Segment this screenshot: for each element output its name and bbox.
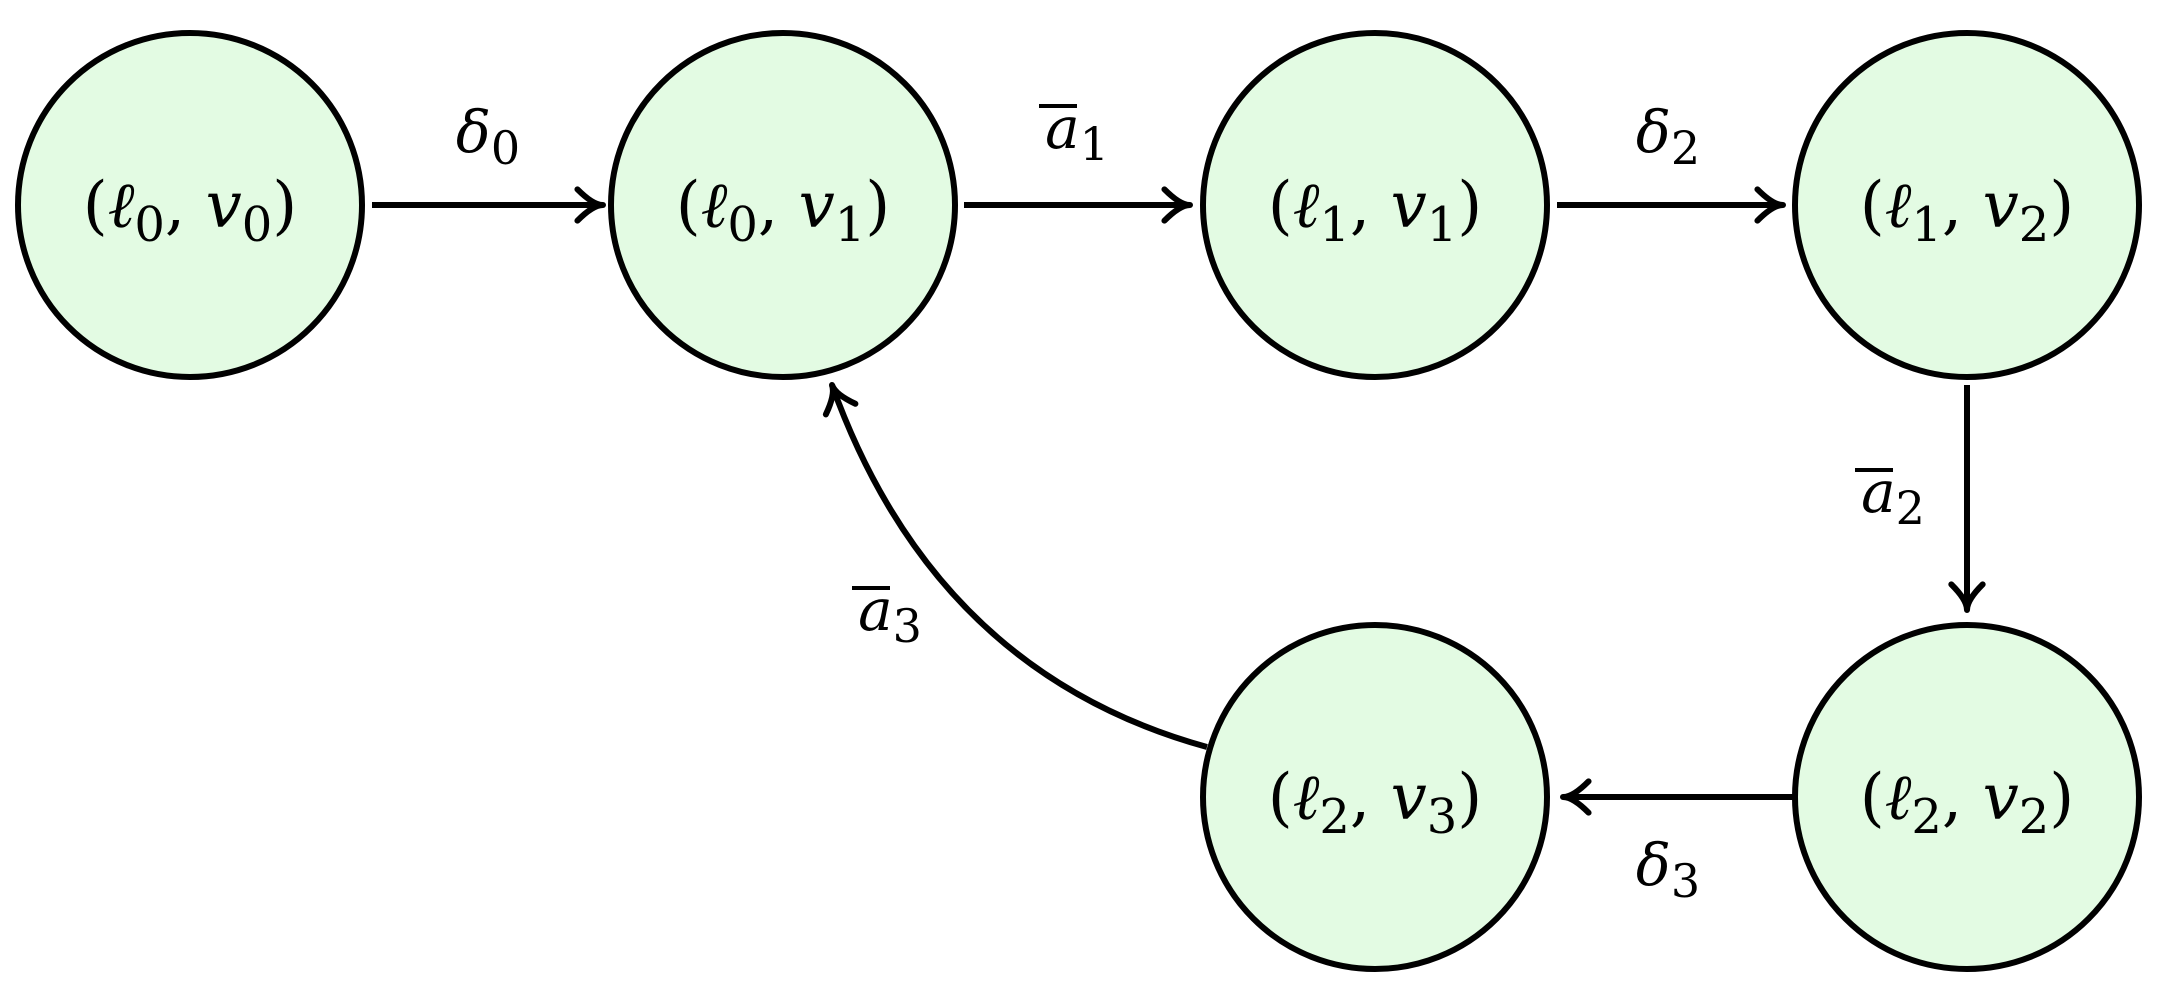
node-label: (ℓ1, v1) (1268, 169, 1483, 253)
edge-n23-n01 (822, 382, 1208, 750)
arrowhead-icon (1948, 581, 1986, 613)
arrowhead-icon (822, 382, 859, 418)
node-circle (1792, 622, 2142, 972)
edge-subscript: 3 (893, 599, 922, 653)
node-label: (ℓ2, v3) (1268, 761, 1483, 845)
edge-label-n22-n23: δ3 (1636, 831, 1700, 908)
edge-label-n11-n12: δ2 (1636, 98, 1700, 175)
arrowhead-icon (1161, 186, 1193, 224)
node-label: (ℓ2, v2) (1860, 761, 2075, 845)
node-n22: (ℓ2, v2) (1792, 622, 2142, 972)
node-label: (ℓ0, v0) (83, 169, 298, 253)
edge-n12-n22 (1948, 385, 1986, 613)
edge-n11-n12 (1557, 186, 1786, 224)
arrowhead-icon (1754, 186, 1786, 224)
node-n12: (ℓ1, v2) (1792, 30, 2142, 380)
node-circle (608, 30, 958, 380)
node-label: (ℓ1, v2) (1860, 169, 2075, 253)
edge-subscript: 1 (1080, 117, 1109, 171)
node-n01: (ℓ0, v1) (608, 30, 958, 380)
node-n11: (ℓ1, v1) (1200, 30, 1550, 380)
node-circle (15, 30, 365, 380)
edge-symbol: δ (456, 98, 491, 166)
edge-symbol: δ (1636, 98, 1671, 166)
edge-line (829, 383, 1208, 750)
edge-n01-n11 (964, 186, 1193, 224)
edge-symbol: δ (1636, 831, 1671, 899)
node-n23: (ℓ2, v3) (1200, 622, 1550, 972)
arrowhead-icon (1560, 778, 1592, 816)
arrowhead-icon (574, 186, 606, 224)
edge-subscript: 2 (1671, 121, 1700, 175)
edge-n00-n01 (372, 186, 606, 224)
edge-subscript: 0 (491, 121, 520, 175)
edge-subscript: 2 (1896, 481, 1925, 535)
edge-n22-n23 (1560, 778, 1795, 816)
node-circle (1200, 622, 1550, 972)
node-n00: (ℓ0, v0) (15, 30, 365, 380)
edge-label-n00-n01: δ0 (456, 98, 520, 175)
node-circle (1200, 30, 1550, 380)
node-label: (ℓ0, v1) (676, 169, 891, 253)
edge-subscript: 3 (1671, 854, 1700, 908)
node-circle (1792, 30, 2142, 380)
